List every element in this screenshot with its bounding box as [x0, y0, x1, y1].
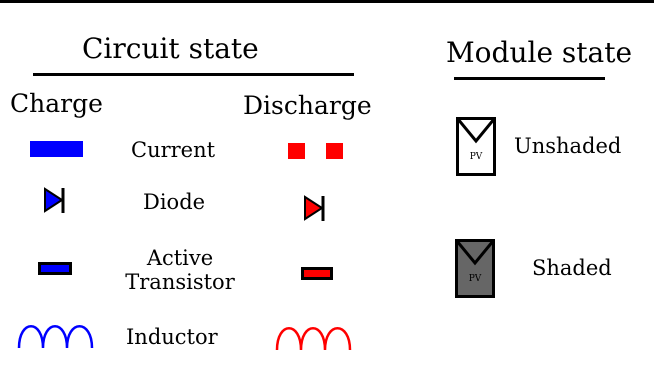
circuit-state-underline — [33, 73, 354, 76]
module-state-underline — [454, 77, 605, 80]
unshaded-pv-text: PV — [470, 152, 483, 162]
unshaded-label: Unshaded — [514, 134, 622, 158]
active-transistor-label-line2: Transistor — [125, 270, 235, 294]
discharge-inductor-icon — [275, 327, 352, 351]
shaded-pv-text: PV — [469, 274, 482, 284]
charge-inductor-icon — [17, 325, 94, 349]
diode-label: Diode — [143, 190, 206, 214]
discharge-column-header: Discharge — [243, 91, 372, 120]
discharge-diode-icon — [304, 195, 325, 221]
discharge-current-icon — [288, 143, 343, 159]
charge-column-header: Charge — [10, 89, 103, 118]
active-transistor-label-line1: Active — [146, 246, 214, 270]
active-transistor-label: Active Transistor — [118, 246, 242, 294]
current-label: Current — [131, 138, 216, 162]
shaded-label: Shaded — [532, 256, 612, 280]
circuit-state-title: Circuit state — [82, 32, 259, 65]
charge-transistor-icon — [38, 262, 72, 275]
top-rule — [0, 0, 654, 3]
shaded-pv-module-icon: PV — [455, 239, 495, 298]
discharge-transistor-icon — [301, 267, 333, 280]
unshaded-pv-module-icon: PV — [456, 117, 496, 176]
inductor-label: Inductor — [126, 325, 218, 349]
charge-current-icon — [30, 141, 83, 157]
module-state-title: Module state — [446, 36, 633, 69]
charge-diode-icon — [44, 187, 65, 213]
